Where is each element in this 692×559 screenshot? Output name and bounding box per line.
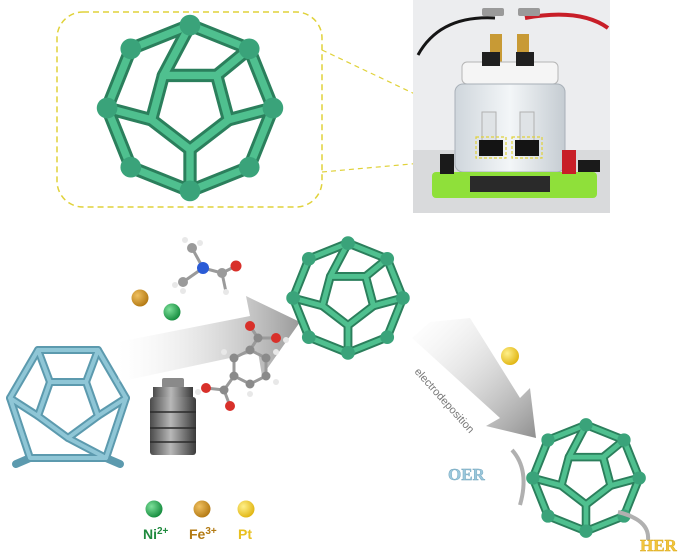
legend-iron-label: Fe3+ [189,526,217,542]
her-curved-arrow [617,510,651,541]
platinum-sphere-icon [501,347,519,365]
linker-molecule [195,321,289,411]
dma-molecule [172,237,242,295]
framework-inset [56,11,323,208]
legend-iron-icon [193,500,211,518]
synthesis-arrow [118,296,300,382]
legend-nickel-label: Ni2+ [143,526,169,542]
nickel-ion-sphere-icon [163,303,181,321]
electrodeposition-arrow [412,318,536,438]
oer-curved-arrow [510,448,526,506]
ion-legend: Ni2+ Fe3+ Pt [143,500,255,542]
legend-platinum-label: Pt [238,526,252,542]
legend-platinum-icon [237,500,255,518]
oer-label: OER [448,465,486,484]
inset-dashed-box [56,11,323,208]
her-label: HER [640,536,678,555]
legend-nickel-icon [145,500,163,518]
electrochemical-cell-photo [413,0,610,213]
framework-cage-large [97,15,283,201]
template-framework [6,346,130,468]
framework-cage-final [526,418,646,538]
autoclave-icon [150,378,196,455]
iron-ion-sphere-icon [131,289,149,307]
framework-cage-middle [286,236,409,359]
